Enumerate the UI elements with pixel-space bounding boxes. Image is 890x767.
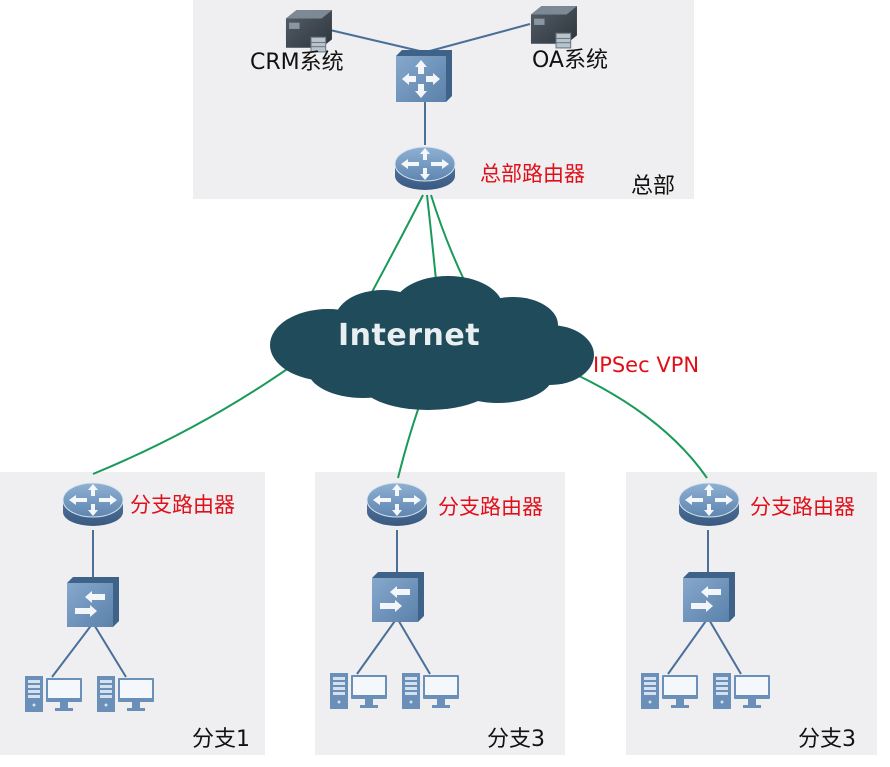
branch-3-router-label: 分支路由器: [750, 495, 855, 519]
branch-1-area-label: 分支1: [192, 727, 250, 752]
branch-1-router-label: 分支路由器: [130, 493, 235, 517]
link-oa-to-core-switch: [425, 23, 531, 53]
hq-router-icon: [393, 142, 457, 196]
branch-1-pc-2-icon: [97, 676, 155, 712]
link-b3-switch-to-pc1: [667, 617, 709, 675]
branch-2-switch-icon: [372, 572, 424, 622]
branch-3-pc-1-icon: [641, 673, 699, 709]
crm-server-icon: [283, 8, 337, 54]
internet-label: Internet: [338, 318, 481, 353]
branch-2-router-label: 分支路由器: [438, 495, 543, 519]
branch-1-router-icon: [61, 478, 125, 532]
oa-server-label: OA系统: [532, 48, 608, 73]
branch-1-switch-icon: [67, 577, 119, 627]
internet-cloud-icon: [270, 276, 594, 410]
branch-3-pc-2-icon: [713, 673, 771, 709]
branch-3-switch-icon: [683, 572, 735, 622]
link-b2-switch-to-pc2: [396, 617, 431, 675]
branch-2-pc-1-icon: [330, 673, 388, 709]
vpn-link-hq-2: [426, 194, 437, 281]
vpn-link-branch-1: [92, 364, 294, 475]
branch-2-pc-2-icon: [402, 673, 460, 709]
branch-3-router-icon: [677, 478, 741, 532]
link-b1-switch-to-pc1: [51, 622, 94, 678]
vpn-link-hq-1: [371, 194, 424, 293]
branch-2-area-label: 分支3: [487, 727, 545, 752]
vpn-link-hq-3: [430, 194, 466, 283]
branch-1-pc-1-icon: [25, 676, 83, 712]
link-b1-switch-to-pc2: [92, 622, 127, 678]
link-crm-to-core-switch: [329, 29, 425, 53]
link-b3-switch-to-pc2: [707, 617, 742, 675]
ipsec-vpn-label: IPSec VPN: [593, 353, 700, 377]
branch-3-area-label: 分支3: [798, 727, 856, 752]
core-switch-icon: [396, 50, 452, 102]
branch-2-router-icon: [365, 478, 429, 532]
hq-area-label: 总部: [631, 174, 676, 199]
oa-server-icon: [528, 4, 582, 50]
hq-router-label: 总部路由器: [480, 162, 585, 186]
link-b2-switch-to-pc1: [356, 617, 398, 675]
crm-server-label: CRM系统: [250, 50, 344, 75]
